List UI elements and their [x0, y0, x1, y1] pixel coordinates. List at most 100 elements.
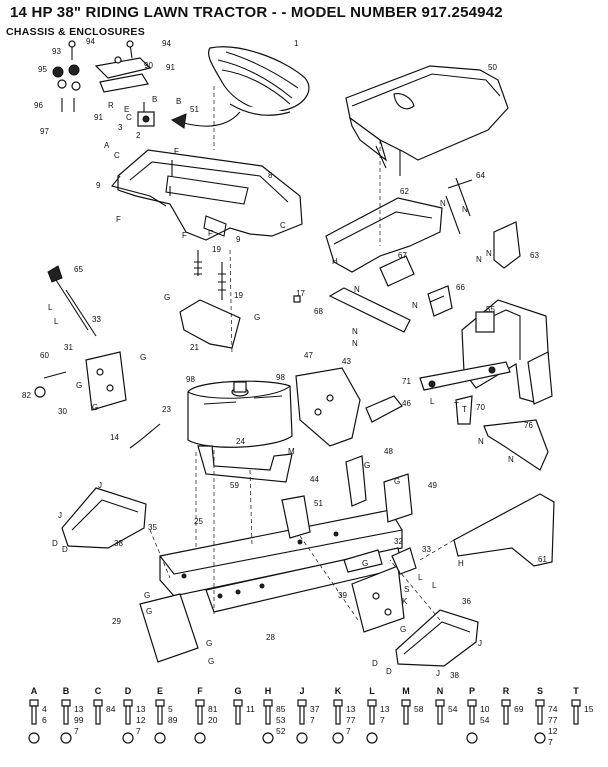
nut-icon [60, 732, 72, 744]
callout-3: 3 [118, 123, 123, 132]
hardware-part-number: 54 [480, 715, 490, 725]
hardware-part-number: 7 [136, 726, 141, 736]
callout-39: 39 [338, 591, 347, 600]
bolt-head-icon [467, 699, 477, 707]
callout-46: 46 [402, 399, 411, 408]
callout-66: 66 [456, 283, 465, 292]
tank-bracket-part [197, 445, 293, 483]
hardware-letter: T [573, 686, 579, 696]
svg-text:L: L [430, 397, 435, 406]
rear-bracket-part [345, 455, 413, 523]
hardware-part-number: 6 [42, 715, 47, 725]
hardware-part-number: 84 [106, 704, 116, 714]
hardware-letter: L [369, 686, 375, 696]
dash-pod-part [379, 255, 453, 317]
bolt-shank-icon [537, 705, 543, 725]
hardware-part-number: 11 [246, 704, 255, 714]
bolt-shank-icon [503, 705, 509, 725]
diagram-subtitle: CHASSIS & ENCLOSURES [6, 26, 146, 38]
svg-text:F: F [116, 215, 121, 224]
bolt-shank-icon [299, 705, 305, 725]
battery-bracket-part [419, 361, 511, 425]
svg-text:G: G [164, 293, 170, 302]
hardware-n: N 54 [435, 686, 458, 725]
hardware-part-number: 69 [514, 704, 524, 714]
bolt-head-icon [435, 699, 445, 707]
arrow-head-icon [170, 113, 187, 129]
callout-38-upper: 38 [114, 539, 123, 548]
callout-51-upper: 51 [190, 105, 199, 114]
svg-text:G: G [362, 559, 368, 568]
callout-32: 32 [394, 537, 403, 546]
hardware-part-number: 13 [346, 704, 356, 714]
callout-44: 44 [310, 475, 319, 484]
bolt-head-icon [155, 699, 165, 707]
seat-bracket-hardware [52, 40, 155, 127]
bolt-head-icon [297, 699, 307, 707]
hardware-t: T 15 [571, 686, 594, 725]
svg-text:J: J [98, 481, 102, 490]
hardware-letter: G [234, 686, 241, 696]
callout-94-left: 94 [86, 37, 95, 46]
part-callouts: 1 2 3 8 9 9 14 17 19 19 21 23 24 25 28 2… [22, 37, 547, 680]
callout-19-lower: 19 [234, 291, 243, 300]
hardware-part-number: 53 [276, 715, 286, 725]
svg-text:R: R [108, 101, 114, 110]
hardware-part-number: 15 [584, 704, 594, 714]
alignment-lines [149, 86, 455, 621]
hood-part [345, 65, 509, 176]
callout-94-right: 94 [162, 39, 171, 48]
callout-8: 8 [268, 171, 273, 180]
hardware-part-number: 54 [448, 704, 458, 714]
bolt-shank-icon [265, 705, 271, 725]
bolt-shank-icon [235, 705, 241, 725]
svg-text:D: D [386, 667, 392, 676]
bolt-head-icon [61, 699, 71, 707]
hardware-letter: N [437, 686, 444, 696]
svg-text:F: F [182, 231, 187, 240]
svg-text:D: D [52, 539, 58, 548]
callout-90: 90 [144, 61, 153, 70]
callout-43: 43 [342, 357, 351, 366]
svg-text:G: G [254, 313, 260, 322]
callout-82: 82 [22, 391, 31, 400]
hardware-letter: A [31, 686, 38, 696]
bolt-shank-icon [469, 705, 475, 725]
callout-91-right: 91 [166, 63, 175, 72]
hardware-part-number: 13 [74, 704, 84, 714]
hardware-part-number: 13 [380, 704, 390, 714]
callout-62: 62 [400, 187, 409, 196]
callout-50: 50 [488, 63, 497, 72]
hardware-r: R69 [501, 686, 524, 725]
callout-98-right: 98 [276, 373, 285, 382]
callout-17: 17 [296, 289, 305, 298]
hardware-part-number: 77 [346, 715, 356, 725]
hardware-part-number: 85 [276, 704, 286, 714]
fender-part [111, 149, 303, 241]
callout-95: 95 [38, 65, 47, 74]
callout-36: 36 [462, 597, 471, 606]
callout-21: 21 [190, 343, 199, 352]
callout-49: 49 [428, 481, 437, 490]
svg-text:H: H [458, 559, 464, 568]
callout-48: 48 [384, 447, 393, 456]
svg-text:N: N [508, 455, 514, 464]
hardware-part-number: 74 [548, 704, 558, 714]
nut-icon [332, 732, 344, 744]
hardware-letter: S [537, 686, 543, 696]
svg-text:E: E [124, 105, 129, 114]
callout-35: 35 [148, 523, 157, 532]
nut-icon [154, 732, 166, 744]
svg-text:G: G [140, 353, 146, 362]
nut-icon [194, 732, 206, 744]
svg-text:L: L [48, 303, 53, 312]
svg-text:M: M [288, 447, 295, 456]
side-panel-part [325, 177, 521, 273]
hardware-part-number: 81 [208, 704, 218, 714]
svg-text:G: G [92, 403, 98, 412]
svg-text:L: L [418, 573, 423, 582]
